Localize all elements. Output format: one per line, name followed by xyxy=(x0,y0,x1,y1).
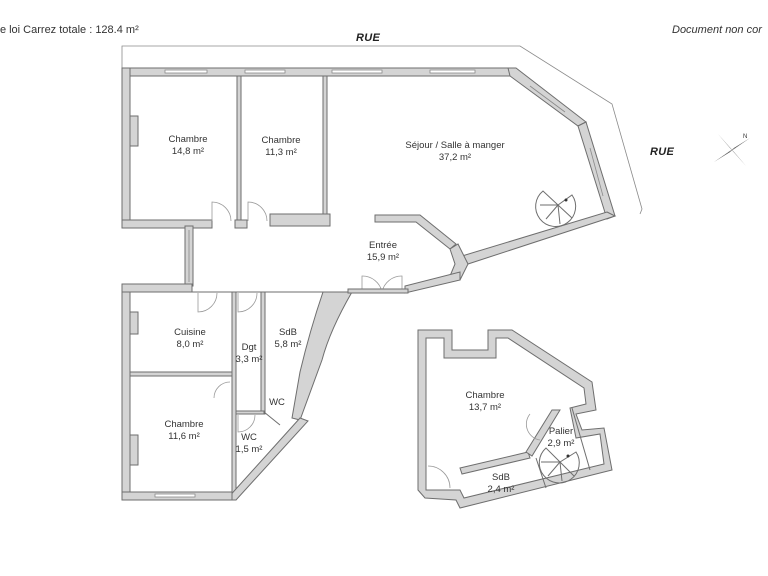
wall-lower-diagonal xyxy=(224,417,309,501)
window xyxy=(164,69,208,74)
street-boundary-line xyxy=(121,45,643,215)
street-label-top: RUE xyxy=(356,32,381,44)
room-label: Entrée 15,9 m² xyxy=(367,240,399,264)
wall-closet xyxy=(129,434,139,466)
wall-line xyxy=(263,411,281,426)
room-name: Séjour / Salle à manger xyxy=(405,140,505,151)
spiral-staircase-icon xyxy=(538,447,580,484)
room-name: Dgt xyxy=(241,342,257,353)
room-name: WC xyxy=(269,397,285,408)
window xyxy=(331,69,383,74)
spiral-staircase-icon xyxy=(535,190,577,227)
street-label-right: RUE xyxy=(650,146,675,158)
wall-upper-internal xyxy=(525,409,561,457)
room-area: 2,4 m² xyxy=(487,484,515,495)
room-label: WC xyxy=(269,397,285,409)
wall-sejour-bottom xyxy=(461,211,617,265)
wall-chambres-bottom xyxy=(121,219,213,229)
room-area: 11,3 m² xyxy=(265,147,297,158)
room-label: Chambre 14,8 m² xyxy=(168,134,207,158)
room-label: Dgt 3,3 m² xyxy=(236,342,263,366)
room-name: SdB xyxy=(492,472,510,483)
room-area: 8,0 m² xyxy=(176,339,204,350)
door-swing xyxy=(237,292,258,313)
door-swing xyxy=(237,414,256,433)
disclaimer-text: Document non cor xyxy=(672,24,762,36)
room-name: WC xyxy=(241,432,257,443)
wall-closet xyxy=(129,115,139,147)
room-label: WC 1,5 m² xyxy=(236,432,263,456)
wall-entree-bottom xyxy=(404,271,461,294)
room-name: Palier xyxy=(548,426,574,437)
wall-partition xyxy=(236,75,242,223)
room-label: Chambre 11,6 m² xyxy=(164,419,203,443)
room-label: Séjour / Salle à manger 37,2 m² xyxy=(405,140,504,164)
wall-dgt-left xyxy=(231,291,237,501)
window xyxy=(429,69,476,74)
room-label: Chambre 13,7 m² xyxy=(465,390,504,414)
room-name: Chambre xyxy=(465,390,505,401)
room-area: 5,8 m² xyxy=(274,339,302,350)
window xyxy=(244,69,286,74)
wall-sdb-curve xyxy=(291,291,353,421)
door-swing xyxy=(427,465,451,489)
wall-sejour-diagonal xyxy=(507,67,587,127)
room-label: SdB 5,8 m² xyxy=(275,327,302,351)
room-area: 14,8 m² xyxy=(171,146,205,157)
room-area: 2,9 m² xyxy=(547,438,575,449)
room-name: Chambre xyxy=(261,135,301,146)
room-label: SdB 2,4 m² xyxy=(488,472,515,496)
wall-entree-sill xyxy=(347,288,409,294)
room-name: Cuisine xyxy=(174,327,206,338)
window xyxy=(589,147,604,197)
wall-upper-internal xyxy=(459,451,531,475)
wall-lower-top xyxy=(121,283,193,293)
door-swing xyxy=(197,292,218,313)
compass-rose-icon: N xyxy=(714,134,750,166)
room-area: 15,9 m² xyxy=(366,252,400,263)
room-area: 37,2 m² xyxy=(438,152,472,163)
room-label: Palier 2,9 m² xyxy=(548,426,575,450)
wall-cuisine-bottom xyxy=(129,371,235,377)
wall-closet xyxy=(129,311,139,335)
room-name: Chambre xyxy=(164,419,204,430)
wall-left-top xyxy=(121,67,131,229)
wall-wc-top xyxy=(235,410,265,415)
door-swing xyxy=(525,413,541,441)
door-swing xyxy=(213,381,231,399)
room-area: 1,5 m² xyxy=(235,444,263,455)
compass-north-label: N xyxy=(743,134,747,140)
room-area: 3,3 m² xyxy=(235,354,263,365)
room-label: Cuisine 8,0 m² xyxy=(174,327,206,351)
wall-partition xyxy=(322,75,328,223)
door-swing xyxy=(211,201,232,222)
window xyxy=(529,85,566,113)
wall-left-bottom xyxy=(121,283,131,501)
room-name: Chambre xyxy=(168,134,208,145)
room-interior xyxy=(425,337,605,499)
room-label: Chambre 11,3 m² xyxy=(261,135,300,159)
wall-line xyxy=(571,407,591,471)
total-surface-text: cie loi Carrez totale : 128.4 m² xyxy=(0,24,139,36)
room-area: 13,7 m² xyxy=(468,402,502,413)
door-swing xyxy=(247,201,268,222)
wall-line xyxy=(535,457,547,489)
window xyxy=(154,493,196,498)
room-name: Entrée xyxy=(369,240,397,251)
wall-chambres-bottom xyxy=(234,219,248,229)
room-area: 11,6 m² xyxy=(168,431,200,442)
wall-chambres-bottom xyxy=(269,213,331,227)
room-name: SdB xyxy=(279,327,297,338)
